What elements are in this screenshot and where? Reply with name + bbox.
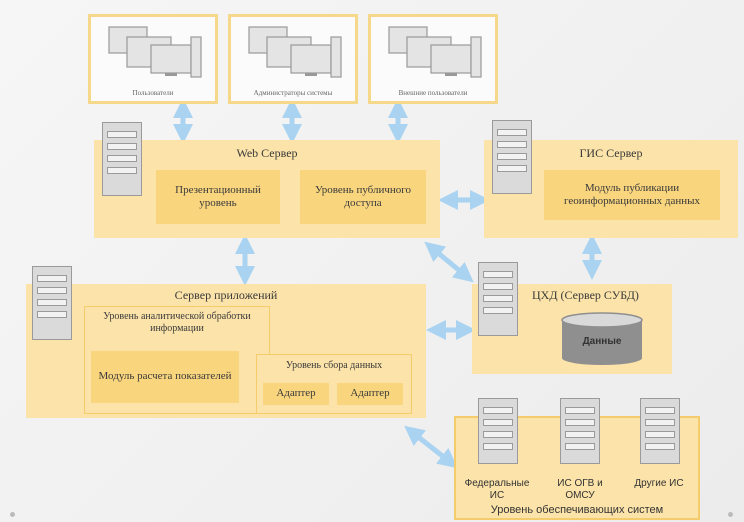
- regional-systems-label: ИС ОГВ и ОМСУ: [557, 478, 603, 501]
- server-icon: [102, 122, 142, 196]
- public-access-layer-module: Уровень публичного доступа: [300, 170, 426, 224]
- external-users-label: Внешние пользователи: [398, 89, 468, 97]
- server-icon: [32, 266, 72, 340]
- corner-dot: [728, 512, 733, 517]
- analytics-layer-box: Уровень аналитической обработки информац…: [84, 306, 270, 414]
- support-systems-title: Уровень обеспечивающих систем: [490, 504, 664, 516]
- computers-icon: [248, 26, 342, 78]
- app-server-panel: Сервер приложений Уровень аналитической …: [26, 284, 426, 418]
- server-icon: [478, 398, 518, 464]
- other-systems-label: Другие ИС: [634, 478, 684, 489]
- data-collection-layer-box: Уровень сбора данных Адаптер Адаптер: [256, 354, 412, 414]
- database-icon: [561, 312, 643, 365]
- analytics-layer-title: Уровень аналитической обработки информац…: [103, 311, 251, 334]
- corner-dot: [10, 512, 15, 517]
- adapter-module: Адаптер: [263, 383, 329, 405]
- support-systems-panel: Федеральные ИС ИС ОГВ и ОМСУ Другие ИС У…: [454, 398, 700, 520]
- geodata-publication-module: Модуль публикации геоинформационных данн…: [544, 170, 720, 220]
- gis-server-panel: ГИС Сервер Модуль публикации геоинформац…: [484, 140, 738, 238]
- server-icon: [560, 398, 600, 464]
- admins-box: Администраторы системы: [228, 14, 358, 104]
- external-users-box: Внешние пользователи: [368, 14, 498, 104]
- dwh-server-title: ЦХД (Сервер СУБД): [532, 288, 639, 302]
- server-icon: [492, 120, 532, 194]
- web-server-panel: Web Сервер Презентационный уровень Урове…: [94, 140, 440, 238]
- presentation-layer-module: Презентационный уровень: [156, 170, 280, 224]
- arrow-app-support: [404, 425, 458, 469]
- admins-label: Администраторы системы: [253, 89, 333, 97]
- adapter-module: Адаптер: [337, 383, 403, 405]
- server-icon: [478, 262, 518, 336]
- web-server-title: Web Сервер: [236, 146, 298, 160]
- users-box: Пользователи: [88, 14, 218, 104]
- arrow-web-dwh: [424, 241, 474, 283]
- federal-systems-label: Федеральные ИС: [464, 478, 530, 501]
- computers-icon: [388, 26, 482, 78]
- database-label: Данные: [582, 336, 622, 347]
- computers-icon: [108, 26, 202, 78]
- data-collection-layer-title: Уровень сбора данных: [285, 360, 383, 371]
- users-label: Пользователи: [132, 89, 174, 97]
- indicator-calculation-module: Модуль расчета показателей: [91, 351, 239, 403]
- gis-server-title: ГИС Сервер: [579, 146, 643, 160]
- server-icon: [640, 398, 680, 464]
- app-server-title: Сервер приложений: [174, 288, 278, 302]
